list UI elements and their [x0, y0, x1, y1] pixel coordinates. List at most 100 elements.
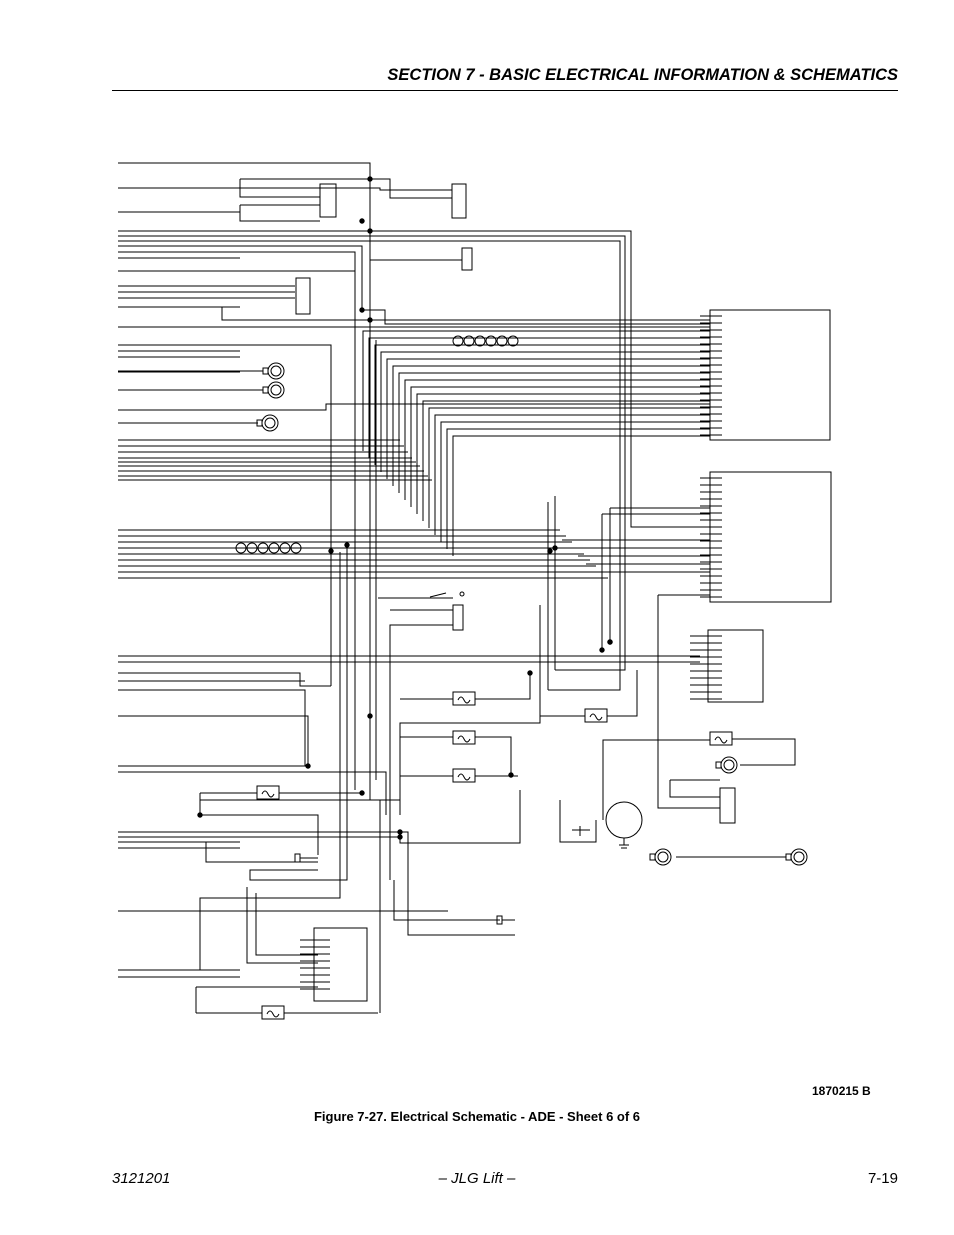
- wire: [386, 358, 710, 479]
- wire: [404, 379, 710, 500]
- wire: [380, 351, 710, 472]
- wire: [118, 240, 621, 691]
- connector-block: [461, 247, 473, 271]
- wire: [400, 736, 512, 775]
- wire: [118, 672, 331, 687]
- wire: [399, 605, 541, 800]
- junction-dot: [397, 834, 403, 840]
- wire: [246, 887, 318, 964]
- relay-coil-icon: [463, 335, 475, 347]
- wire: [368, 337, 710, 458]
- wire: [446, 428, 710, 549]
- terminal-block: [313, 927, 368, 1002]
- lamp-icon: [267, 362, 285, 380]
- wire: [609, 507, 710, 642]
- control-module-lower: [709, 471, 832, 603]
- wire: [118, 344, 332, 686]
- fuse-icon: [584, 708, 608, 723]
- footer-page-number: 7-19: [867, 1170, 898, 1187]
- fuse-icon: [452, 768, 476, 783]
- connector-icon: [262, 386, 269, 394]
- fuse-icon: [261, 1005, 285, 1020]
- connector-block: [295, 277, 311, 315]
- junction-dot: [305, 763, 311, 769]
- fuse-icon: [457, 773, 471, 781]
- figure-caption: Figure 7-27. Electrical Schematic - ADE …: [313, 1109, 641, 1124]
- wire: [393, 880, 500, 921]
- terminal-block: [707, 629, 764, 703]
- wire: [540, 670, 638, 717]
- fuse-icon: [714, 736, 728, 744]
- footer-publisher: – JLG Lift –: [438, 1170, 516, 1187]
- wire: [118, 230, 710, 528]
- relay-contact: [459, 591, 465, 597]
- wire: [572, 826, 590, 836]
- junction-dot: [508, 772, 514, 778]
- wire: [240, 178, 452, 199]
- lamp-icon: [270, 365, 282, 377]
- lamp-icon: [720, 756, 738, 774]
- fuse-icon: [589, 713, 603, 721]
- wire: [118, 403, 710, 411]
- lamp-icon: [723, 759, 735, 771]
- fuse-icon: [256, 785, 280, 800]
- wire: [602, 739, 710, 820]
- wire: [410, 386, 710, 507]
- wire: [669, 780, 720, 798]
- wire: [118, 552, 341, 971]
- wire: [239, 179, 320, 198]
- wire: [400, 673, 531, 700]
- wire: [362, 309, 710, 325]
- lamp-icon: [267, 381, 285, 399]
- motor-icon: [605, 801, 643, 839]
- connector-icon: [785, 853, 792, 861]
- junction-dot: [359, 790, 365, 796]
- relay-coil-icon: [452, 335, 464, 347]
- connector-icon: [294, 853, 301, 863]
- fuse-icon: [709, 731, 733, 746]
- drawing-number: 1870215 B: [812, 1084, 871, 1098]
- junction-dot: [397, 829, 403, 835]
- fuse-icon: [452, 691, 476, 706]
- connector-block: [319, 183, 337, 218]
- ground-icon: [619, 838, 629, 849]
- wire: [732, 738, 796, 766]
- fuse-icon: [452, 730, 476, 745]
- lamp-icon: [654, 848, 672, 866]
- wire: [200, 799, 381, 1013]
- relay-coil-icon: [507, 335, 519, 347]
- connector-icon: [649, 853, 656, 861]
- junction-dot: [359, 307, 365, 313]
- section-title: SECTION 7 - BASIC ELECTRICAL INFORMATION…: [387, 66, 898, 84]
- junction-dot: [599, 647, 605, 653]
- wire: [428, 407, 710, 528]
- relay-coil-icon: [485, 335, 497, 347]
- relay-contact: [429, 592, 447, 598]
- wire: [369, 320, 401, 815]
- wire: [118, 251, 356, 540]
- wire: [118, 235, 626, 671]
- wire: [369, 163, 462, 261]
- junction-dot: [547, 548, 553, 554]
- footer-document-number: 3121201: [112, 1170, 171, 1187]
- wire: [118, 306, 710, 321]
- wire: [452, 435, 710, 556]
- lamp-icon: [790, 848, 808, 866]
- wire: [118, 689, 306, 767]
- wire: [559, 800, 597, 843]
- wire: [434, 414, 710, 535]
- wire: [118, 790, 521, 844]
- junction-dot: [367, 176, 373, 182]
- wire: [199, 793, 319, 855]
- control-module-upper: [709, 309, 831, 441]
- wire: [440, 421, 710, 542]
- wire: [118, 771, 387, 815]
- connector-block: [719, 787, 736, 824]
- junction-dot: [359, 218, 365, 224]
- junction-dot: [607, 639, 613, 645]
- wire: [374, 344, 710, 465]
- connector-icon: [715, 761, 722, 769]
- junction-dot: [552, 545, 558, 551]
- wire: [657, 594, 720, 809]
